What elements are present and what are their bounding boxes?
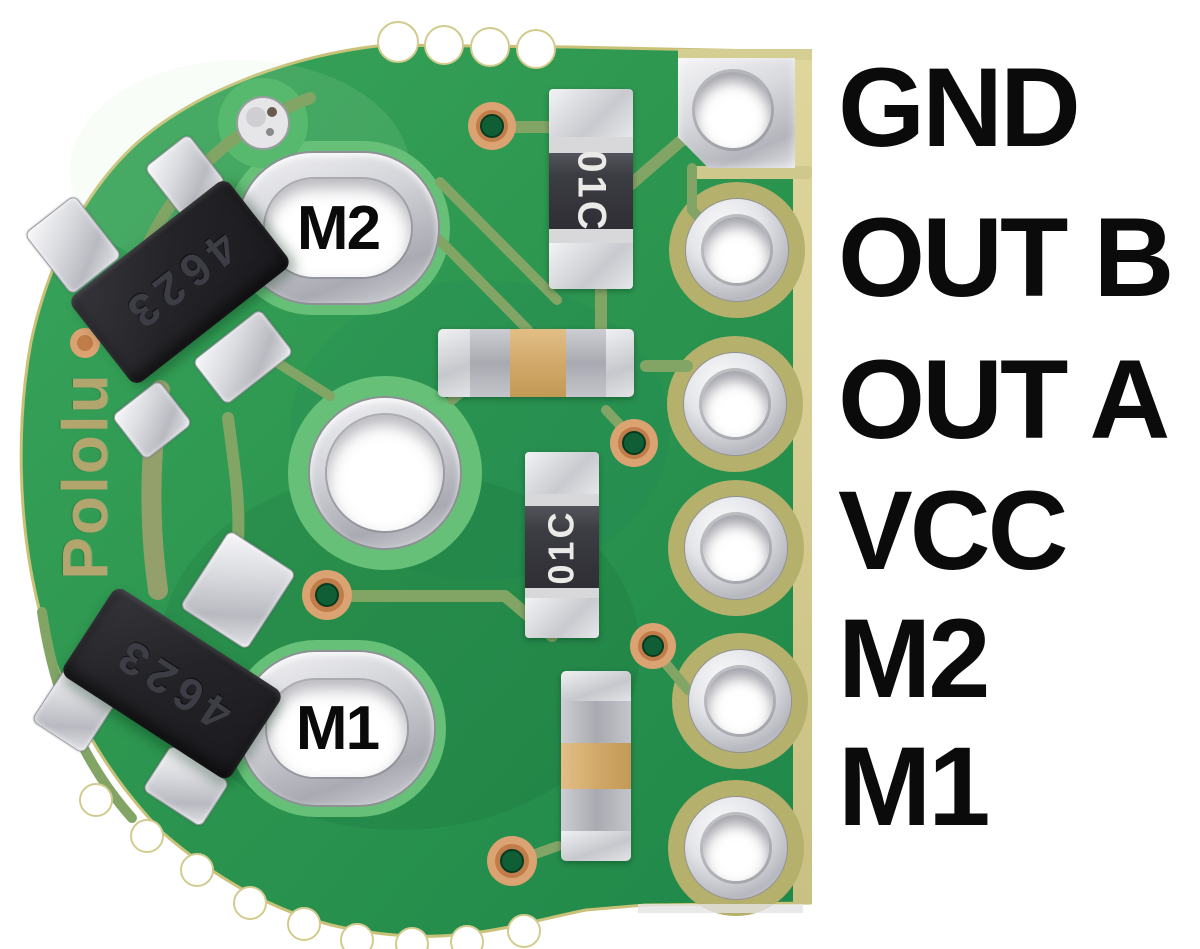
- solder-joint: [525, 452, 599, 494]
- pin-pad-vcc: [685, 497, 787, 599]
- capacitor-terminal: [561, 701, 631, 743]
- pin-pad-gnd: [678, 58, 795, 168]
- solder-joint: [561, 671, 631, 701]
- center-shaft-hole: [310, 398, 460, 548]
- pin-label-gnd: GND: [838, 45, 1081, 170]
- pin-hole-vcc: [703, 515, 769, 581]
- motor-terminal-m2-hole: M2: [265, 179, 411, 277]
- resistor-bottom: 01C: [525, 452, 599, 638]
- gnd-pad-bottom-margin: [690, 166, 812, 179]
- pin-hole-outb: [704, 217, 770, 283]
- edge-scallops-top: [377, 21, 556, 69]
- pin-label-m1: M1: [838, 724, 991, 849]
- resistor-body: [525, 494, 599, 506]
- capacitor-body: [561, 743, 631, 789]
- pin-label-vcc: VCC: [838, 468, 1068, 593]
- resistor-stripe: 01C: [549, 149, 633, 233]
- pin-pad-m2: [689, 650, 791, 752]
- pin-hole-outa: [702, 371, 768, 437]
- pin-hole-m1: [703, 815, 769, 881]
- solder-joint: [549, 89, 633, 137]
- pin-hole-gnd: [695, 72, 771, 148]
- via: [630, 623, 676, 669]
- via: [610, 419, 658, 467]
- resistor-body: [525, 588, 599, 598]
- resistor-body: [549, 229, 633, 243]
- resistor-top: 01C: [549, 89, 633, 289]
- pin-label-outb: OUT B: [838, 195, 1174, 320]
- center-shaft-hole-bore: [327, 415, 443, 531]
- pin-pad-outa: [684, 353, 786, 455]
- motor-terminal-m1-label: M1: [295, 694, 380, 763]
- pin-pad-outb: [686, 199, 788, 301]
- resistor-marking: 01C: [569, 149, 614, 233]
- solder-joint: [525, 598, 599, 638]
- capacitor-terminal: [566, 329, 606, 397]
- solder-filled-hole: [236, 96, 290, 150]
- capacitor-terminal: [561, 789, 631, 831]
- capacitor-terminal: [470, 329, 510, 397]
- via: [302, 570, 352, 620]
- solder-joint: [549, 243, 633, 289]
- motor-terminal-m1: M1: [240, 652, 434, 805]
- solder-joint: [606, 329, 634, 397]
- solder-joint: [561, 831, 631, 861]
- pin-pad-m1: [685, 797, 787, 899]
- gnd-pad-top-margin: [678, 49, 812, 60]
- resistor-marking: 01C: [541, 509, 583, 585]
- pin-label-outa: OUT A: [838, 337, 1170, 462]
- motor-terminal-m1-hole: M1: [267, 680, 407, 777]
- via: [468, 102, 516, 150]
- edge-scallops-bottom: [79, 783, 541, 949]
- solder-joint: [438, 329, 470, 397]
- vias: [70, 102, 676, 886]
- resistor-body: [549, 137, 633, 153]
- pin-hole-m2: [707, 668, 773, 734]
- pin-label-m2: M2: [838, 596, 991, 721]
- via: [70, 328, 100, 358]
- via: [487, 836, 537, 886]
- pololu-logo: Pololu: [49, 372, 121, 580]
- motor-terminal-m2-label: M2: [296, 193, 381, 263]
- capacitor-vertical: [561, 671, 631, 861]
- capacitor-body: [510, 329, 566, 397]
- capacitor-horizontal: [438, 329, 634, 397]
- resistor-stripe: 01C: [525, 506, 599, 588]
- photo-shadow: [638, 904, 803, 913]
